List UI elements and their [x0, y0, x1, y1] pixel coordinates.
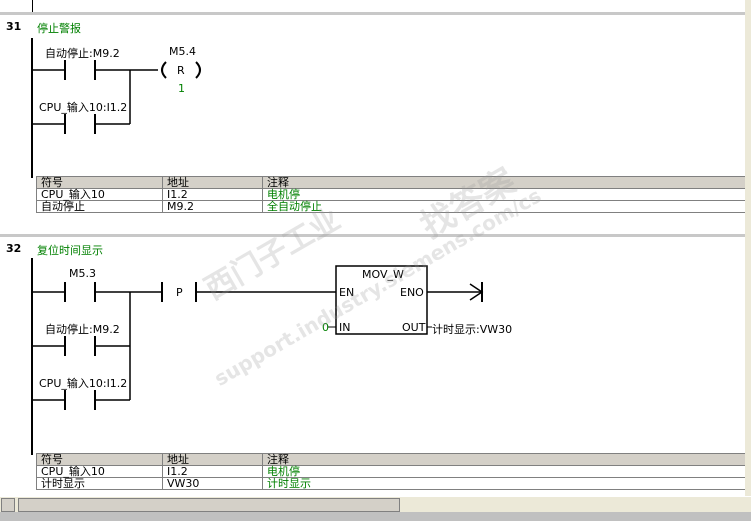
symbol-table: 符号 地址 注释 CPU_输入10 I1.2 电机停 计时显示 VW30 计时显… — [36, 453, 748, 490]
symbol-cell: 自动停止 — [36, 200, 163, 213]
out-value: 计时显示:VW30 — [432, 323, 513, 336]
prev-network-rail — [32, 0, 33, 12]
box-eno-pin: ENO — [400, 286, 424, 299]
table-header-row: 符号 地址 注释 — [36, 453, 748, 466]
coil-count: 1 — [178, 82, 185, 95]
box-out-pin: OUT — [402, 321, 426, 334]
contact-label: 自动停止:M9.2 — [45, 323, 120, 336]
status-strip — [0, 512, 751, 521]
box-name: MOV_W — [362, 268, 404, 281]
contact-label: M5.3 — [69, 267, 96, 280]
contact-label: CPU_输入10:I1.2 — [39, 101, 128, 114]
comment-cell: 电机停 — [262, 465, 748, 478]
table-row: CPU_输入10 I1.2 电机停 — [36, 465, 748, 478]
network-title[interactable]: 复位时间显示 — [37, 244, 103, 257]
symbol-table: 符号 地址 注释 CPU_输入10 I1.2 电机停 自动停止 M9.2 全自动… — [36, 176, 748, 213]
scroll-left-button[interactable] — [1, 498, 15, 512]
edge-contact-label: P — [176, 286, 183, 299]
vertical-scrollbar[interactable] — [745, 0, 751, 496]
network-number: 31 — [6, 20, 22, 33]
horizontal-scrollbar[interactable] — [0, 496, 751, 513]
col-header: 符号 — [36, 453, 163, 466]
network-number: 32 — [6, 242, 22, 255]
table-row: 计时显示 VW30 计时显示 — [36, 477, 748, 490]
box-in-pin: IN — [339, 321, 351, 334]
contact-label: CPU_输入10:I1.2 — [39, 377, 128, 390]
scrollbar-thumb[interactable] — [18, 498, 400, 512]
in-value: 0 — [322, 321, 329, 334]
box-en-pin: EN — [339, 286, 355, 299]
network-title[interactable]: 停止警报 — [37, 22, 81, 35]
network-separator — [0, 234, 751, 237]
col-header: 注释 — [262, 176, 748, 189]
col-header: 注释 — [262, 453, 748, 466]
table-header-row: 符号 地址 注释 — [36, 176, 748, 189]
symbol-cell: CPU_输入10 — [36, 465, 163, 478]
table-row: 自动停止 M9.2 全自动停止 — [36, 200, 748, 213]
comment-cell: 计时显示 — [262, 477, 748, 490]
col-header: 地址 — [162, 176, 263, 189]
network-32-ladder — [31, 258, 484, 455]
address-cell: I1.2 — [162, 465, 263, 478]
network-31-ladder — [31, 38, 201, 178]
address-cell: VW30 — [162, 477, 263, 490]
coil-type: R — [177, 64, 185, 77]
col-header: 地址 — [162, 453, 263, 466]
network-separator — [0, 12, 751, 15]
symbol-cell: 计时显示 — [36, 477, 163, 490]
col-header: 符号 — [36, 176, 163, 189]
contact-label: 自动停止:M9.2 — [45, 47, 120, 60]
coil-address: M5.4 — [169, 45, 196, 58]
